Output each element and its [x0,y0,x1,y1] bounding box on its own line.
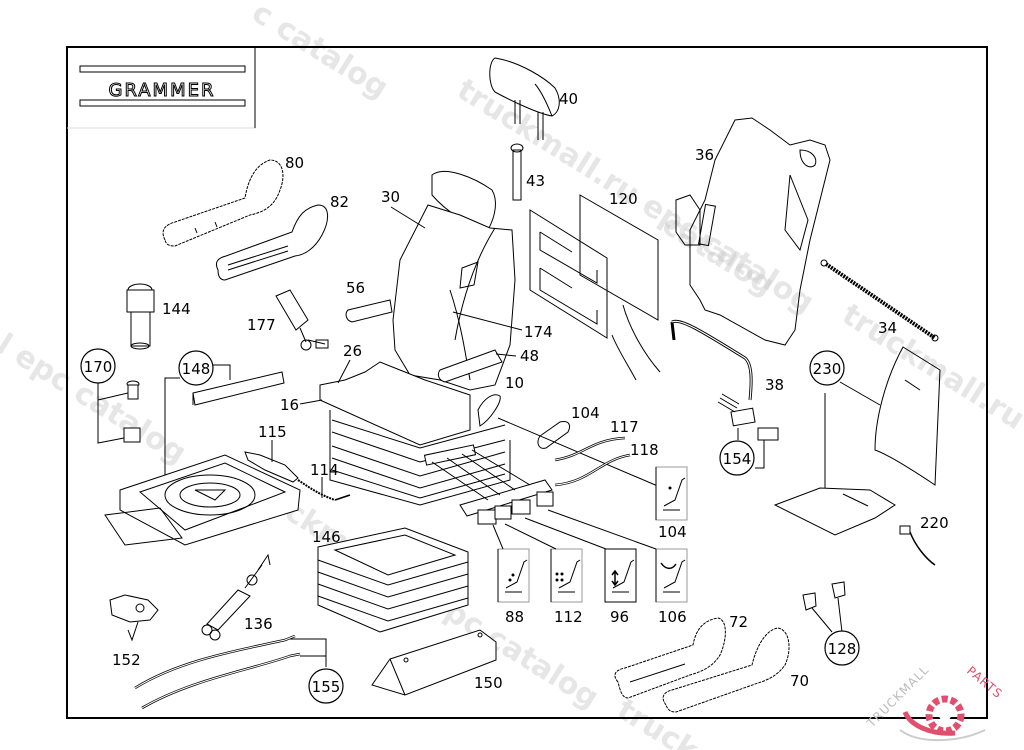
callout-174: 174 [524,323,553,341]
logo-text: GRAMMER [109,80,216,101]
callout-155: 155 [312,678,341,696]
part-170-fasteners [97,380,141,444]
part-120-heater-mats [529,194,661,381]
part-switch-assembly [431,449,554,525]
part-155-trim-strips [134,634,327,710]
callout-72: 72 [729,613,748,631]
callout-96: 96 [610,608,629,626]
part-115-114-cable [244,440,351,501]
part-154-connectors [717,393,779,469]
callout-43: 43 [526,172,545,190]
part-128-clips [802,581,846,633]
callout-154-circle [719,440,755,476]
part-36-backrest-frame [675,117,831,346]
switch-icon-96 [604,548,637,603]
callout-154: 154 [723,450,752,468]
diagram-frame [66,46,988,719]
callout-230-circle [809,350,845,386]
part-148-swivel-plate [104,364,301,546]
part-80-side-panel [162,159,284,247]
callout-170-circle [80,348,116,384]
part-117-118-cables [554,436,631,487]
part-82-side-panel [215,204,328,281]
logo-text-right: PARTS [964,664,1005,702]
callout-152: 152 [112,651,141,669]
part-177-belt-buckle [275,289,329,351]
callout-136: 136 [244,615,273,633]
callout-112: 112 [554,608,583,626]
callout-146: 146 [312,528,341,546]
callout-118: 118 [630,441,659,459]
callout-144: 144 [162,300,191,318]
callout-36: 36 [695,146,714,164]
callout-155-circle [308,668,344,704]
callout-80: 80 [285,154,304,172]
part-220-sensor [899,525,936,566]
truckmallparts-logo: TRUCKMALL PARTS [864,662,1005,742]
callout-120: 120 [609,190,638,208]
part-40-headrest [489,57,560,140]
part-150-bracket [371,629,497,696]
callout-30: 30 [381,188,400,206]
watermark-text: truckmall.ru e [836,297,1024,453]
switch-icon-104 [655,466,688,521]
callout-104-switch: 104 [658,523,687,541]
callout-117: 117 [610,418,639,436]
part-104-lever-cover [537,421,571,449]
callout-114: 114 [310,461,339,479]
part-152-latch [109,594,159,642]
callout-10: 10 [505,374,524,392]
switch-icon-112 [550,548,583,603]
callout-70: 70 [790,672,809,690]
part-136-shock-absorber [201,553,271,641]
callout-88: 88 [505,608,524,626]
part-144-cylinder [126,283,155,350]
watermark-text: c catalog [246,0,394,106]
part-38-bent-tube [670,319,753,401]
callout-40: 40 [559,90,578,108]
callout-150: 150 [474,674,503,692]
part-43-guide [510,143,524,201]
callout-26: 26 [343,342,362,360]
main-seat-assembly [319,170,516,506]
callout-177: 177 [247,316,276,334]
callout-48: 48 [520,347,539,365]
callout-34: 34 [878,319,897,337]
callout-128: 128 [828,640,857,658]
callout-104-cover: 104 [571,404,600,422]
callout-148: 148 [182,360,211,378]
logo-text-left: TRUCKMALL [864,662,932,730]
gear-icon [899,695,986,742]
part-72-side-panel [614,617,726,699]
callout-16: 16 [280,396,299,414]
callout-115: 115 [258,423,287,441]
part-146-bellows [317,527,469,633]
callout-170: 170 [84,358,113,376]
part-230-pads [773,346,941,536]
part-34-cable-rod [820,259,939,342]
switch-icon-106 [655,548,688,603]
watermark-text: truck [611,692,705,750]
callout-38: 38 [765,376,784,394]
switch-icon-88 [497,548,530,603]
callout-128-circle [824,630,860,666]
callout-220: 220 [920,514,949,532]
callout-148-circle [178,350,214,386]
callout-230: 230 [813,360,842,378]
callout-56: 56 [346,279,365,297]
callout-82: 82 [330,193,349,211]
part-70-side-panel [662,627,790,713]
grammer-logo: GRAMMER [67,47,256,129]
callout-106: 106 [658,608,687,626]
